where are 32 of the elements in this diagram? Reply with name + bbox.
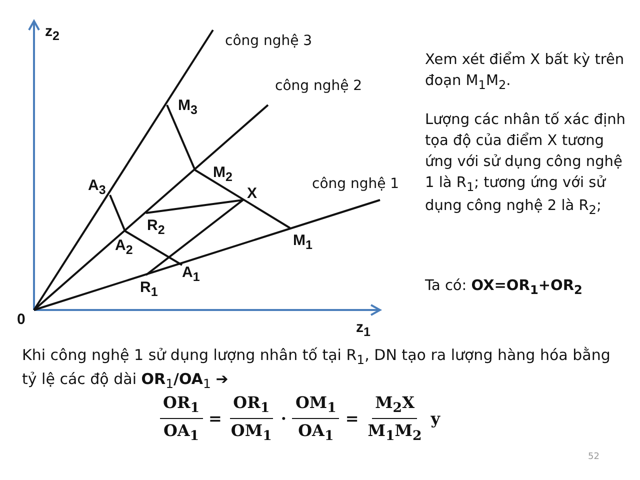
numerator: OM$_{1}$ <box>295 393 336 412</box>
point-label: A$_{2}$ <box>115 238 133 256</box>
point-label: M$_{3}$ <box>178 98 198 116</box>
ray-label: công nghệ 2 <box>275 79 362 93</box>
point-label: M$_{2}$ <box>213 165 232 184</box>
numerator: OR$_{1}$ <box>233 393 270 412</box>
explanation-text: Khi công nghệ 1 sử dụng lượng nhân tố tại R$_{1}$, DN tạo ra lượng hàng hóa bằng tỷ lệ các độ dài OR$_{1}$/OA$_{1}$ ➔ <box>22 345 612 394</box>
ray-label: công nghệ 3 <box>225 34 312 48</box>
multiply-dot: · <box>280 408 286 428</box>
page-number: 52 <box>588 452 600 462</box>
point-label: A$_{3}$ <box>88 178 106 196</box>
note-text: Xem xét điểm X bất kỳ trên đoạn M$_{1}$M$_{2}$. <box>425 50 625 94</box>
axis-label: z$_{2}$ <box>45 24 60 42</box>
denominator: OA$_{1}$ <box>298 421 334 440</box>
point-label: M$_{1}$ <box>293 233 312 252</box>
note-text: Lượng các nhân tố xác định tọa độ của điểm X tương ứng với sử dụng công nghệ 1 là R$_{1}$; tương ứng với sử dụng công nghệ 2 là R$_{2}$; <box>425 110 626 220</box>
variable-label: y <box>430 408 440 428</box>
point-label: A$_{1}$ <box>182 265 200 284</box>
denominator: OM$_{1}$ <box>230 421 272 440</box>
denominator: M$_{1}$M$_{2}$ <box>368 421 422 440</box>
note-text: Ta có: OX=OR$_{1}$+OR$_{2}$ <box>425 277 584 299</box>
axis-label: z$_{1}$ <box>356 320 370 338</box>
numerator: M$_{2}$X <box>375 393 414 412</box>
point-label: R$_{1}$ <box>140 280 158 298</box>
ray-label: công nghệ 1 <box>312 177 400 191</box>
equals-sign: = <box>345 408 359 428</box>
numerator: OR$_{1}$ <box>163 393 200 412</box>
point-label: R$_{2}$ <box>147 218 165 236</box>
point-label: X <box>247 186 258 201</box>
equals-sign: = <box>208 408 222 428</box>
denominator: OA$_{1}$ <box>163 421 200 440</box>
origin-label: 0 <box>17 312 26 327</box>
